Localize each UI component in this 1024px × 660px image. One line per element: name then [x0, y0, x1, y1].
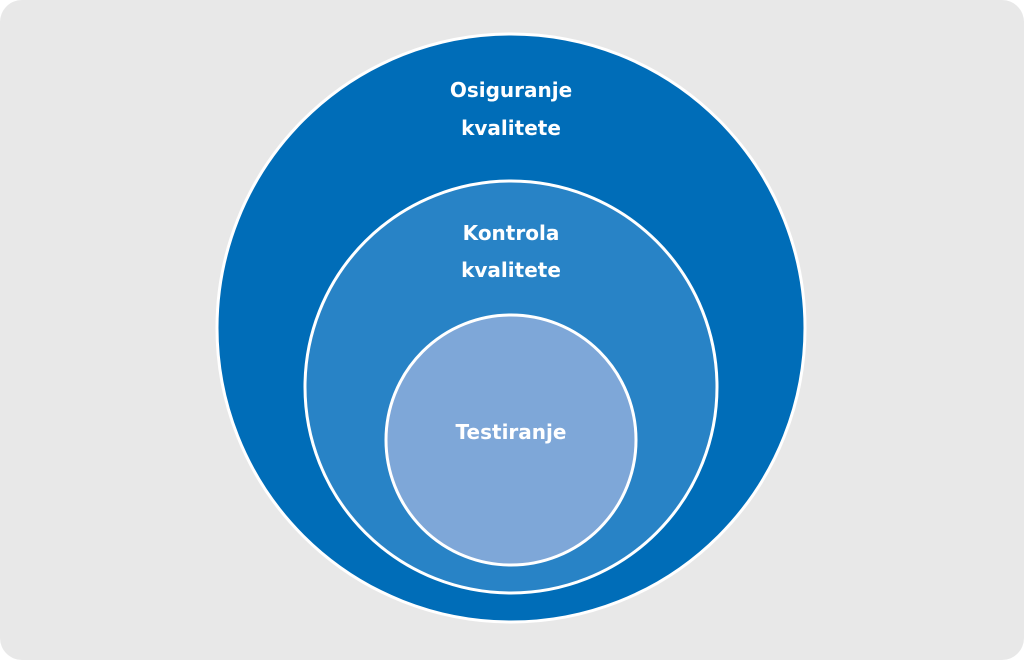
middle-circle-label-line2: kvalitete [461, 258, 561, 282]
outer-circle-label-line2: kvalitete [461, 116, 561, 140]
inner-circle-testing [384, 313, 638, 567]
inner-circle-label: Testiranje [456, 420, 567, 444]
outer-circle-label-line1: Osiguranje [450, 78, 572, 102]
middle-circle-label-line1: Kontrola [463, 221, 560, 245]
